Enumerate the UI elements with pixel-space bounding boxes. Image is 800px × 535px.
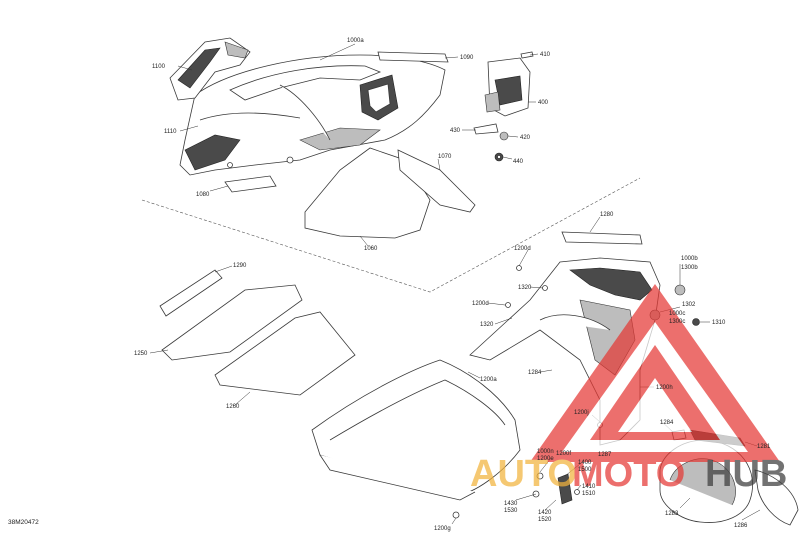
callout-1060: 1060 (364, 246, 378, 252)
callout-1283: 1283 (665, 511, 679, 517)
callout-1290: 1290 (233, 263, 247, 269)
part-1400-1410-fasteners (532, 472, 580, 505)
callout-1520: 1520 (538, 517, 552, 523)
section-divider (141, 177, 641, 293)
part-1310-nut (692, 318, 700, 326)
watermark-brand-hub: HUB (705, 453, 787, 495)
callout-1000c: 1000c (669, 311, 685, 317)
callout-410: 410 (540, 52, 551, 58)
watermark-brand-moto: MOTO (572, 453, 685, 495)
callout-1420: 1420 (538, 510, 552, 516)
callout-1400: 1400 (578, 460, 592, 466)
watermark-brand-auto: AUTO (470, 453, 577, 495)
callout-1500: 1500 (578, 467, 592, 473)
callout-1200a: 1200a (480, 377, 497, 383)
callout-1000n: 1000n (537, 449, 554, 455)
part-1100-bracket (169, 37, 251, 101)
callout-1200g: 1200g (434, 526, 451, 532)
callout-1200j: 1200j (574, 410, 589, 416)
callout-1320-b: 1320 (480, 322, 494, 328)
part-1320-clip (542, 285, 548, 291)
callout-430: 430 (450, 128, 461, 134)
part-1200a-bottom-panel (311, 359, 521, 501)
watermark: AUTO MOTO HUB (470, 284, 787, 495)
callout-420: 420 (520, 135, 531, 141)
callout-1200h: 1200h (656, 385, 673, 391)
callout-1320-a: 1320 (518, 285, 532, 291)
part-440-nut (494, 152, 504, 162)
diagram-code: 38M20472 (8, 519, 39, 526)
callout-1260: 1260 (226, 404, 240, 410)
part-1090-strip (377, 51, 449, 63)
callout-1284-b: 1284 (660, 420, 674, 426)
callout-1300b: 1300b (681, 265, 698, 271)
callout-1070: 1070 (438, 154, 452, 160)
callout-1300c: 1300c (669, 319, 685, 325)
callout-1310: 1310 (712, 320, 726, 326)
callout-1250: 1250 (134, 351, 148, 357)
part-1286-trim (754, 469, 799, 526)
callout-1510: 1510 (582, 491, 596, 497)
callout-1284-a: 1284 (528, 370, 542, 376)
callout-1100: 1100 (152, 64, 166, 70)
callout-1090: 1090 (460, 55, 474, 61)
callout-1287: 1287 (598, 452, 612, 458)
part-400-mount (484, 57, 531, 117)
watermark-triangle-hole (618, 378, 692, 432)
part-1200g-screw (452, 511, 460, 519)
part-1000a-body-panel (179, 54, 446, 176)
callout-1200d-mid: 1200d (472, 301, 489, 307)
callout-1200d-top: 1200d (514, 246, 531, 252)
part-410-screw (520, 51, 534, 59)
callout-1286: 1286 (734, 523, 748, 529)
callout-1200f: 1200f (556, 451, 571, 457)
part-1280-strip (561, 231, 643, 245)
callout-1281: 1281 (757, 444, 771, 450)
callout-440: 440 (513, 159, 524, 165)
callout-1530: 1530 (504, 508, 518, 514)
part-1250-pad (161, 284, 303, 361)
callout-1110: 1110 (164, 129, 177, 135)
callout-1280: 1280 (600, 212, 614, 218)
callout-1302: 1302 (682, 302, 696, 308)
part-1080-piece (224, 175, 277, 193)
callout-1000b: 1000b (681, 256, 698, 262)
callout-1080: 1080 (196, 192, 210, 198)
part-1200d-screw-top (516, 265, 522, 271)
part-1290-strip (159, 269, 223, 317)
part-1200d-screw-mid (505, 302, 511, 308)
part-1260-pad (214, 311, 356, 396)
part-430-clip (473, 123, 499, 135)
part-420-fastener (499, 131, 509, 141)
callout-400: 400 (538, 100, 549, 106)
callout-1000a: 1000a (347, 38, 364, 44)
part-1060-panel (304, 147, 431, 239)
callout-1430: 1430 (504, 501, 518, 507)
part-1300b-grommet (674, 284, 686, 296)
callout-labels: 1000a 1090 410 1100 400 1110 430 420 440… (134, 38, 771, 532)
callout-1410: 1410 (582, 484, 596, 490)
callout-1200e: 1200e (537, 456, 554, 462)
